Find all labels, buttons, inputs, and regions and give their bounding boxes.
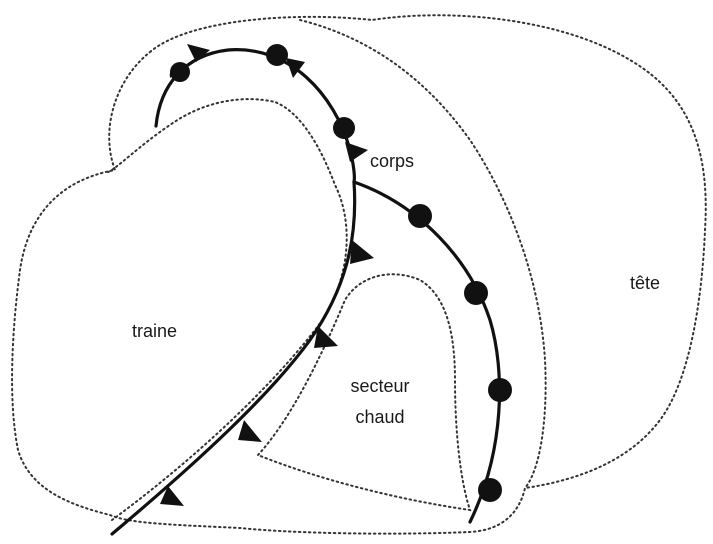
warm-dot-2 [464, 281, 488, 305]
occlusion-triangle-1 [187, 44, 210, 62]
label-secteur: secteur [340, 375, 420, 398]
label-chaud: chaud [340, 406, 420, 429]
label-secteur-chaud: secteur chaud [340, 375, 420, 428]
label-tete: tête [630, 272, 660, 295]
body-outline [300, 20, 546, 488]
occlusion-dot-2 [266, 44, 288, 66]
cold-triangle-2 [314, 326, 338, 348]
occluded-front-symbols [170, 44, 368, 162]
warm-dot-1 [408, 204, 432, 228]
warm-front [354, 182, 500, 522]
occlusion-triangle-3 [345, 142, 368, 162]
occlusion-dot-1 [170, 62, 190, 82]
label-corps: corps [370, 150, 414, 173]
warm-dot-4 [478, 478, 502, 502]
label-traine: traine [132, 320, 177, 343]
cold-triangle-3 [238, 420, 262, 442]
cold-triangle-1 [350, 240, 374, 264]
occlusion-dot-3 [333, 117, 355, 139]
warm-dot-3 [488, 378, 512, 402]
cloud-outline-inner [108, 99, 347, 520]
cloud-outline-main [12, 15, 706, 533]
